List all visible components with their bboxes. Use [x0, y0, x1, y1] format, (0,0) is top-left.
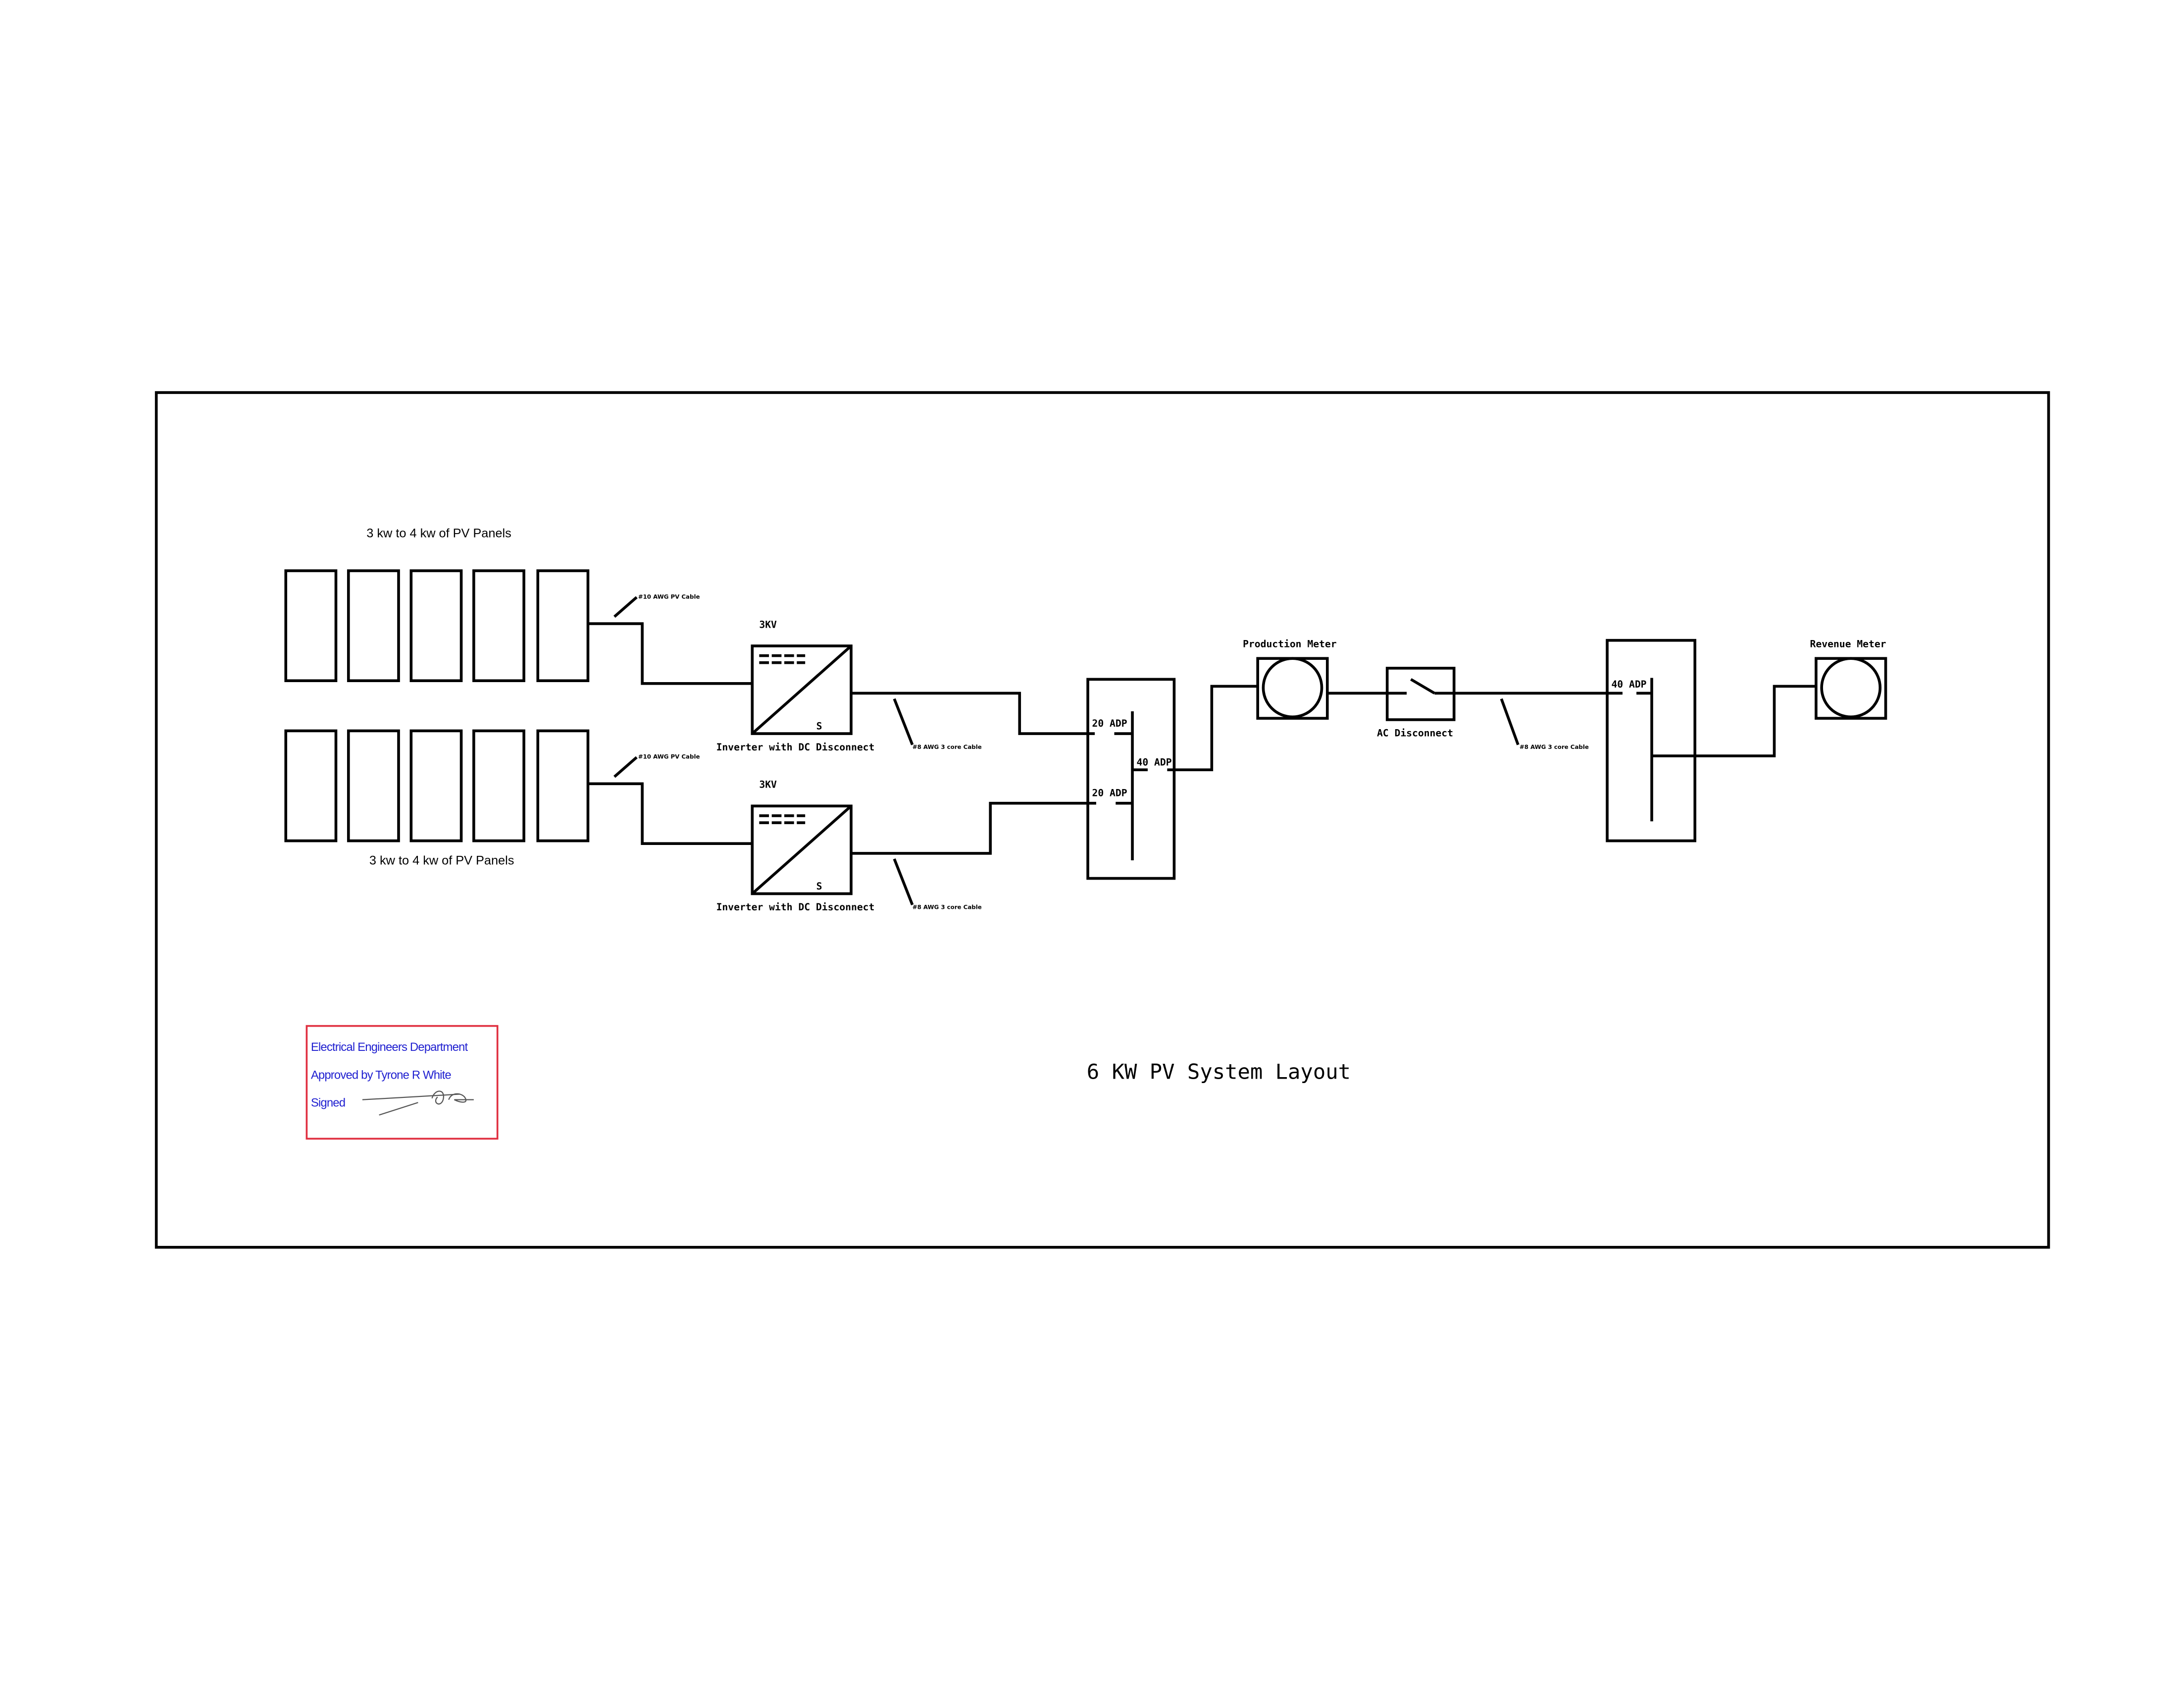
pv-panel [284, 569, 338, 682]
pv-array-label: 3 kw to 4 kw of PV Panels [366, 527, 511, 541]
inverter-label: Inverter with DC Disconnect [716, 901, 875, 913]
dc-wire [588, 782, 753, 845]
ac-wire [851, 801, 1096, 855]
diagram-title: 6 KW PV System Layout [1087, 1059, 1351, 1084]
stamp-department: Electrical Engineers Department [311, 1040, 468, 1054]
inverter-rating: 3KV [759, 779, 777, 791]
disconnect-label: AC Disconnect [1377, 728, 1453, 739]
cable-label: #8 AWG 3 core Cable [913, 903, 982, 910]
inverter-top: 3KV S Inverter with DC Disconnect #8 AWG… [716, 619, 1095, 753]
combiner-panel: 20 ADP 20 ADP 40 ADP [1086, 678, 1258, 880]
pv-panel [536, 569, 590, 682]
pv-panel [409, 729, 463, 842]
pv-panel [536, 729, 590, 842]
cable-leader [613, 596, 638, 618]
pv-array-label: 3 kw to 4 kw of PV Panels [369, 853, 514, 867]
ac-wire [851, 692, 1095, 735]
inverter-bottom: 3KV S Inverter with DC Disconnect #8 AWG… [716, 779, 1096, 913]
pv-panel [284, 729, 338, 842]
stamp-approved: Approved by Tyrone R White [311, 1068, 452, 1082]
cable-leader [1500, 698, 1520, 745]
dc-wire [588, 622, 753, 685]
pv-panel [347, 569, 400, 682]
meter-icon [1262, 657, 1323, 719]
ac-disconnect: AC Disconnect #8 AWG 3 core Cable [1377, 667, 1623, 750]
pv-panel [472, 569, 525, 682]
pv-array-bottom: 3 kw to 4 kw of PV Panels #10 AWG PV Cab… [284, 729, 753, 867]
production-meter: Production Meter [1243, 639, 1387, 720]
cable-label: #8 AWG 3 core Cable [1520, 743, 1589, 750]
cable-leader [893, 698, 914, 745]
stamp-signed: Signed [311, 1096, 345, 1110]
signature [362, 1090, 474, 1116]
cable-leader [613, 756, 638, 778]
meter-label: Revenue Meter [1810, 639, 1886, 650]
ac-wire [1167, 685, 1258, 771]
cable-leader [893, 858, 914, 905]
revenue-meter: Revenue Meter [1810, 639, 1887, 720]
sine-icon: S [816, 721, 822, 732]
breaker-label: 20 ADP [1092, 718, 1127, 729]
sine-icon: S [816, 881, 822, 892]
inverter-box [751, 644, 853, 735]
pv-array-top: 3 kw to 4 kw of PV Panels #10 AWG PV Cab… [284, 527, 753, 685]
meter-icon [1820, 657, 1882, 719]
switch-icon [1410, 678, 1435, 694]
meter-label: Production Meter [1243, 639, 1337, 650]
inverter-box [751, 804, 853, 895]
approval-stamp: Electrical Engineers Department Approved… [305, 1025, 499, 1140]
pv-panel [347, 729, 400, 842]
cable-label: #10 AWG PV Cable [638, 753, 700, 760]
panel-box [1086, 678, 1176, 880]
pv-panel [472, 729, 525, 842]
drawing-frame [154, 391, 2050, 1249]
cable-label: #8 AWG 3 core Cable [913, 743, 982, 750]
main-panel: 40 ADP [1606, 639, 1816, 842]
inverter-rating: 3KV [759, 619, 777, 630]
pv-panel [409, 569, 463, 682]
main-breaker-label: 40 ADP [1136, 757, 1171, 768]
inverter-label: Inverter with DC Disconnect [716, 742, 875, 753]
breaker-label: 40 ADP [1611, 679, 1646, 690]
cable-label: #10 AWG PV Cable [638, 593, 700, 600]
breaker-label: 20 ADP [1092, 788, 1127, 799]
